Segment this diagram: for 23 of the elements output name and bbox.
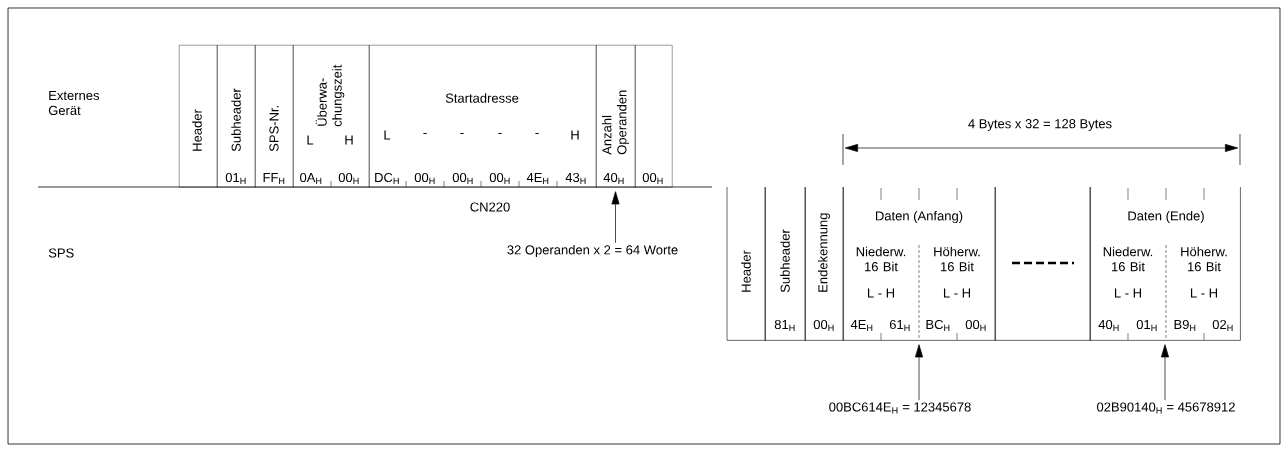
annotation-text: 00BC614E$_{H}$ = 12345678	[829, 402, 971, 414]
field-cell: Subheader 01$_{H}$	[217, 45, 256, 188]
field-cell: Anzahl Operanden 40$_{H}$	[596, 45, 636, 188]
annotation-text: 32 Operanden x 2 = 64 Worte	[507, 244, 678, 258]
field-cell: Header	[726, 186, 766, 341]
connector-label: CN220	[470, 202, 510, 212]
arrow	[1161, 344, 1169, 401]
ellipsis-cell	[994, 186, 1091, 341]
field-cell: Endekennung 00$_{H}$	[804, 186, 844, 341]
field-cell: Daten (Anfang) Niederw. 16 Bit Höherw. 16 Bit L - H L - H 4E$_{H}$ 61$_{H}$ BC$_{H}$ 00$_{H}$	[842, 186, 996, 341]
annotation-text: 02B90140$_{H}$ = 45678912	[1097, 402, 1235, 414]
side-label: Externes Gerät	[48, 90, 100, 115]
side-label: SPS	[48, 248, 74, 258]
field-cell: Startadresse L - - - - H DC$_{H}$ 00$_{H}$ 00$_{H}$ 00$_{H}$ 4E$_{H}$ 43$_{H}$	[369, 45, 597, 188]
arrow	[611, 191, 620, 244]
dimension-label: 4 Bytes x 32 = 128 Bytes	[968, 119, 1112, 131]
field-cell: Daten (Ende) Niederw. 16 Bit Höherw. 16 Bit L - H L - H 40$_{H}$ 01$_{H}$ B9$_{H}$ 02$_{H}$	[1089, 186, 1241, 341]
field-cell: Subheader 81$_{H}$	[764, 186, 806, 341]
field-cell: Header	[179, 45, 218, 188]
field-cell: SPS-Nr. FF$_{H}$	[255, 45, 294, 188]
field-cell: 00$_{H}$	[635, 45, 673, 188]
arrow	[915, 344, 923, 401]
field-cell: Überwa- chungszeit L H 0A$_{H}$ 00$_{H}$	[293, 45, 370, 188]
